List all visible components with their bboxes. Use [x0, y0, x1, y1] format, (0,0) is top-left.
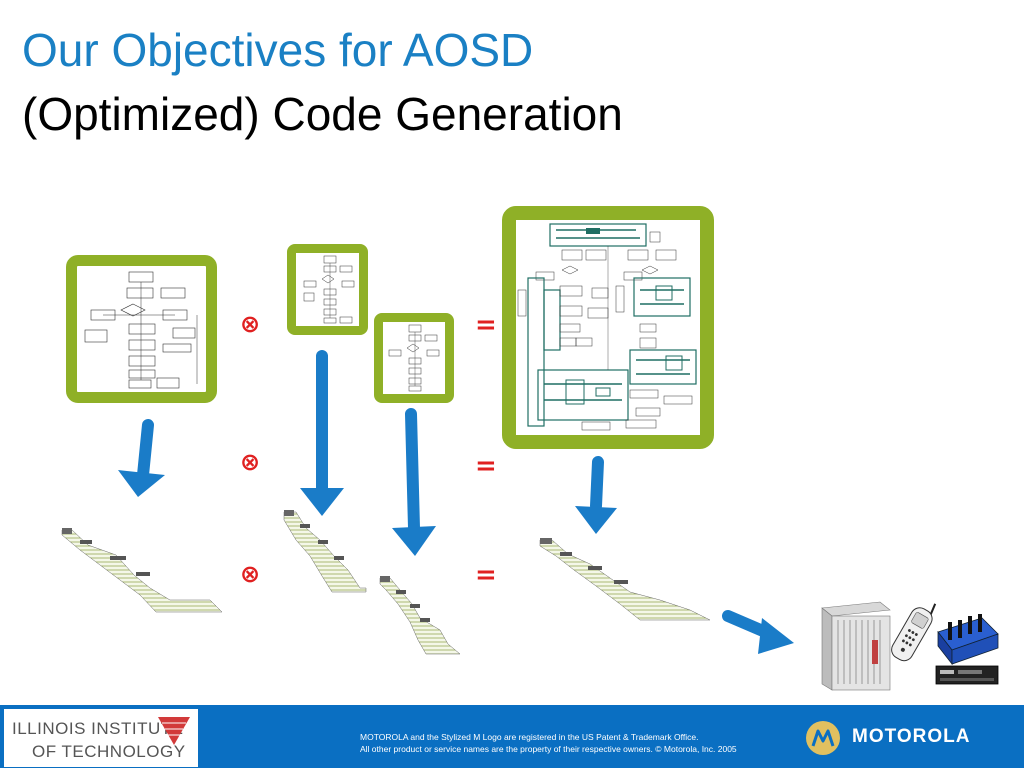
legal-line-1: MOTOROLA and the Stylized M Logo are reg…: [360, 732, 699, 742]
iit-logo: ILLINOIS INSTITUTE OF TECHNOLOGY: [4, 709, 198, 767]
down-arrow-icon: [118, 419, 165, 497]
equals-operator-icon: =: [475, 451, 497, 481]
multiply-operator-icon: ⊗: [240, 448, 261, 476]
diagonal-arrow-icon: [722, 610, 794, 654]
hardware-rack-icon: [821, 601, 891, 691]
motorola-wordmark: MOTOROLA: [852, 726, 971, 747]
code-listing-woven: [539, 538, 711, 621]
model-frame-1: [66, 255, 217, 403]
aspect-frame-1: [287, 244, 368, 335]
network-router-icon: [935, 614, 999, 685]
code-listing-3: [379, 576, 461, 655]
down-arrow-icon: [392, 408, 436, 556]
equals-operator-icon: =: [475, 560, 497, 590]
iit-logo-line2: OF TECHNOLOGY: [32, 742, 186, 761]
slide-subtitle: (Optimized) Code Generation: [22, 88, 623, 140]
slide-title: Our Objectives for AOSD: [22, 24, 534, 76]
mobile-phone-icon: [891, 603, 937, 662]
multiply-operator-icon: ⊗: [240, 310, 261, 338]
iit-logo-line1: ILLINOIS INSTITUTE: [12, 719, 184, 738]
diagram-graphics: [61, 350, 999, 691]
flowchart-thumbnail-3: [388, 324, 440, 392]
code-listing-2: [283, 510, 367, 593]
woven-model-frame: [502, 206, 714, 449]
legal-line-2: All other product or service names are t…: [360, 744, 737, 754]
legal-notice: MOTOROLA and the Stylized M Logo are reg…: [360, 731, 737, 755]
footer-bar: ILLINOIS INSTITUTE OF TECHNOLOGY MOTOROL…: [0, 705, 1024, 768]
multiply-operator-icon: ⊗: [240, 560, 261, 588]
motorola-logo-icon: [806, 721, 840, 755]
woven-flowchart-thumbnail: [517, 223, 697, 431]
iit-emblem-icon: [158, 717, 190, 745]
flowchart-thumbnail-2: [303, 255, 355, 324]
down-arrow-icon: [300, 350, 344, 516]
code-listing-1: [61, 528, 223, 613]
aspect-frame-2: [374, 313, 454, 403]
down-arrow-icon: [575, 456, 617, 534]
flowchart-thumbnail-1: [84, 271, 198, 389]
equals-operator-icon: =: [475, 310, 497, 340]
